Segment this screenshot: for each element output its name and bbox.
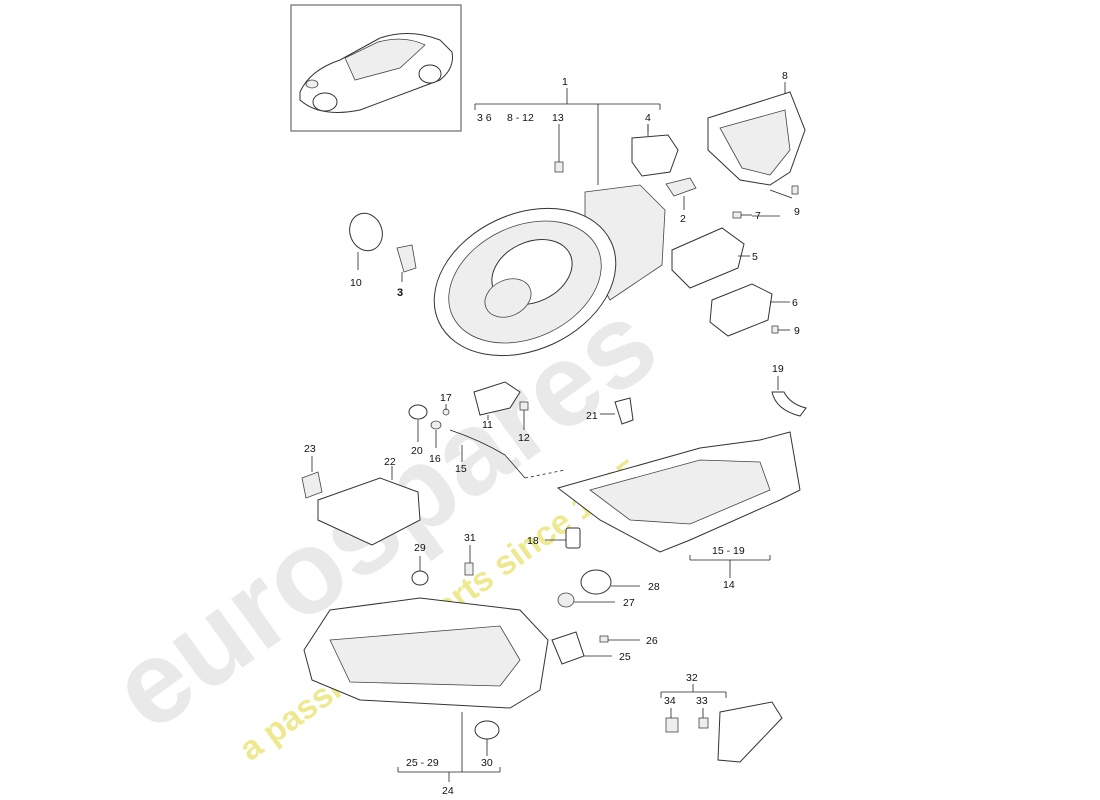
part-2-bulb: [665, 177, 697, 197]
label-part-14: 14: [723, 579, 735, 591]
label-part-9-upper: 9: [794, 206, 800, 218]
car-front-wheel: [312, 92, 338, 112]
group-32-bracket: [660, 684, 727, 698]
part-lower-cover-inner: [589, 459, 771, 525]
label-part-30: 30: [481, 757, 493, 769]
part-21-bracket: [614, 397, 634, 425]
label-part-15: 15: [455, 463, 467, 475]
label-part-29: 29: [414, 542, 426, 554]
part-16-clip: [430, 420, 442, 430]
callout-labels: 1 3 6 8 - 12 13 4 8 2 7 9 5 6 9 10 3 19 …: [304, 70, 800, 797]
label-part-3: 3: [397, 287, 403, 299]
part-27-bulb: [557, 592, 575, 608]
car-headlight: [305, 79, 319, 89]
part-15-cable: [449, 429, 526, 479]
part-7-screw: [732, 211, 742, 219]
part-19-clip: [771, 391, 807, 417]
label-part-8: 8: [782, 70, 788, 82]
label-part-10: 10: [350, 277, 362, 289]
part-28-bulb-socket: [580, 569, 612, 595]
part-9-screw-lower: [771, 325, 779, 334]
label-part-21: 21: [586, 410, 598, 422]
part-22-control-unit: [317, 477, 421, 546]
label-part-28: 28: [648, 581, 660, 593]
label-part-5: 5: [752, 251, 758, 263]
label-part-16: 16: [429, 453, 441, 465]
group-14-bracket: [689, 555, 771, 578]
label-part-26: 26: [646, 635, 658, 647]
part-9-screw-upper: [791, 185, 799, 195]
label-part-23: 23: [304, 443, 316, 455]
label-group1-refs-b: 8 - 12: [507, 112, 534, 124]
label-group1-refs-c: 13: [552, 112, 564, 124]
label-part-9-lower: 9: [794, 325, 800, 337]
vehicle-thumbnail: [290, 4, 462, 132]
part-34-bulb-holder: [665, 717, 679, 733]
part-front-lamp-lens: [329, 625, 521, 687]
headlamp-lens-center: [484, 278, 532, 318]
label-part-24: 24: [442, 785, 454, 797]
label-part-27: 27: [623, 597, 635, 609]
label-group14-range: 15 - 19: [712, 545, 745, 557]
car-windows: [344, 38, 426, 81]
label-part-17: 17: [440, 392, 452, 404]
label-group1-refs-a: 3 6: [477, 112, 492, 124]
label-part-12: 12: [518, 432, 530, 444]
part-33-bulb: [698, 717, 709, 729]
label-group24-range: 25 - 29: [406, 757, 439, 769]
part-10-cap: [349, 212, 383, 252]
part-12-screw: [519, 401, 529, 411]
part-8-cover-inner: [719, 109, 791, 176]
part-18-grommet: [565, 527, 581, 549]
label-part-18: 18: [527, 535, 539, 547]
headlamp-unit: [433, 184, 666, 357]
part-20-grommet: [408, 404, 428, 420]
label-part-32: 32: [686, 672, 698, 684]
group-1-bracket: [474, 88, 661, 185]
label-part-34: 34: [664, 695, 676, 707]
part-3-bulb: [396, 244, 417, 273]
label-part-11: 11: [482, 419, 493, 431]
thumbnail-frame: [290, 4, 462, 132]
label-part-22: 22: [384, 456, 396, 468]
label-part-33: 33: [696, 695, 708, 707]
part-29-grommet: [411, 570, 429, 586]
part-side-marker-lamp: [717, 701, 783, 763]
label-part-7: 7: [755, 210, 761, 222]
label-part-1: 1: [562, 76, 568, 88]
group-24-bracket: [397, 712, 501, 782]
part-4-leveling-motor: [631, 134, 679, 177]
label-part-19: 19: [772, 363, 784, 375]
label-part-25: 25: [619, 651, 631, 663]
part-5-control-module: [671, 227, 745, 289]
part-11-lamp-holder: [473, 381, 521, 416]
label-part-20: 20: [411, 445, 423, 457]
label-part-31: 31: [464, 532, 476, 544]
part-23-bracket: [301, 471, 323, 499]
label-part-2: 2: [680, 213, 686, 225]
part-25-connector: [551, 631, 585, 665]
part-31-screw: [464, 562, 474, 576]
part-30-grommet: [474, 720, 500, 740]
label-part-6: 6: [792, 297, 798, 309]
car-rear-wheel: [418, 64, 442, 84]
part-6-ballast: [709, 283, 773, 337]
part-26-screw: [599, 635, 609, 643]
label-part-4: 4: [645, 112, 651, 124]
part-13-screw: [554, 161, 564, 173]
